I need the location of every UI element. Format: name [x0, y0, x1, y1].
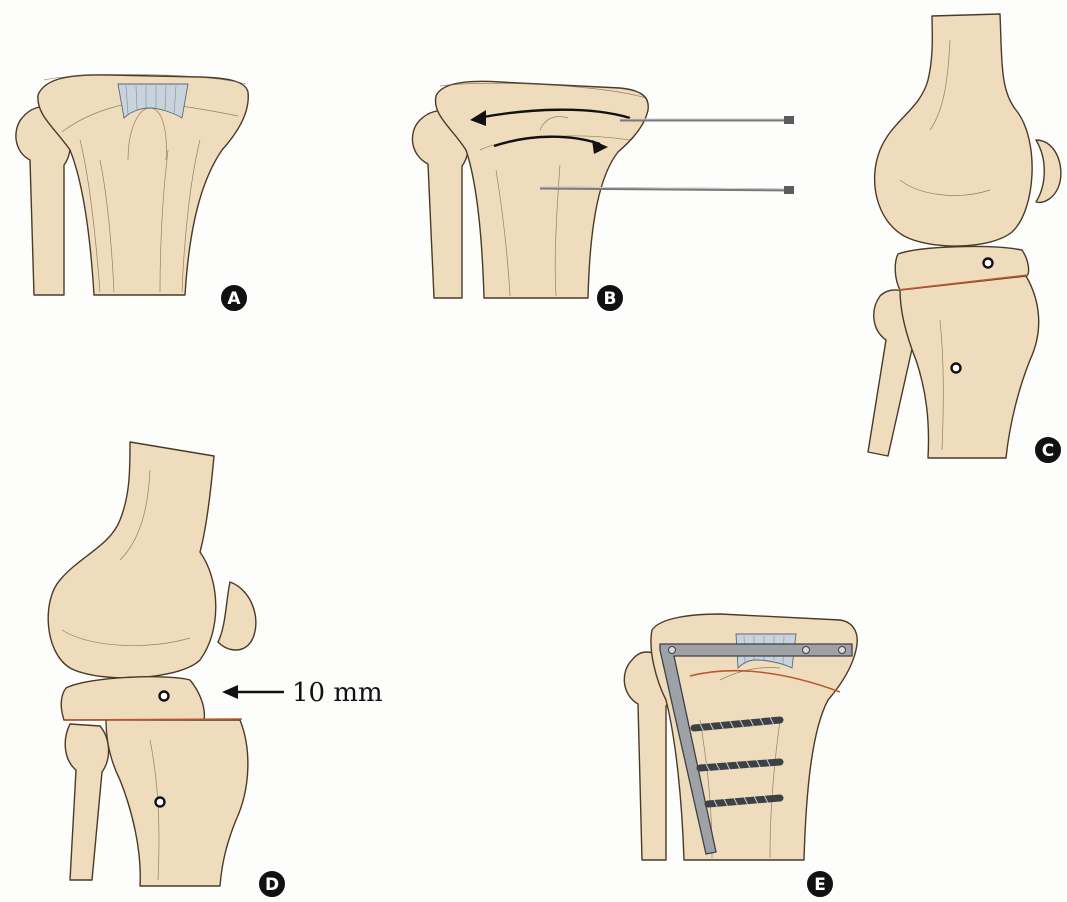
panel-a-label: A	[227, 289, 241, 309]
panel-c-tibia-shaft	[900, 276, 1039, 458]
panel-d-patella	[218, 582, 256, 650]
panel-a-badge: A	[220, 284, 248, 312]
panel-d-femur	[48, 442, 216, 678]
panel-c-femur	[875, 14, 1033, 246]
panel-c: C	[868, 14, 1062, 464]
opening-measurement-label: 10 mm	[292, 678, 383, 708]
panel-c-patella	[1036, 140, 1061, 202]
panel-d-measurement: 10 mm	[222, 678, 383, 708]
panel-b-badge: B	[596, 284, 624, 312]
panel-e: E	[624, 614, 857, 898]
panel-d-label: D	[265, 875, 279, 895]
panel-c-pin-upper	[984, 259, 993, 268]
panel-d-badge: D	[258, 870, 286, 898]
panel-d-pin-upper	[160, 692, 169, 701]
panel-d-fibula	[65, 724, 108, 880]
panel-b-label: B	[604, 289, 617, 309]
panel-a: A	[16, 74, 248, 312]
panel-e-label: E	[814, 875, 826, 895]
panel-d-tibia-shaft	[106, 720, 248, 886]
panel-d-tibia-plateau	[61, 677, 204, 720]
panel-c-pin-lower	[952, 364, 961, 373]
panel-e-badge: E	[806, 870, 834, 898]
panel-c-badge: C	[1034, 436, 1062, 464]
panel-d: 10 mm D	[48, 442, 382, 898]
panel-b: B	[412, 81, 794, 312]
panel-c-label: C	[1042, 441, 1054, 461]
panel-d-pin-lower	[156, 798, 165, 807]
